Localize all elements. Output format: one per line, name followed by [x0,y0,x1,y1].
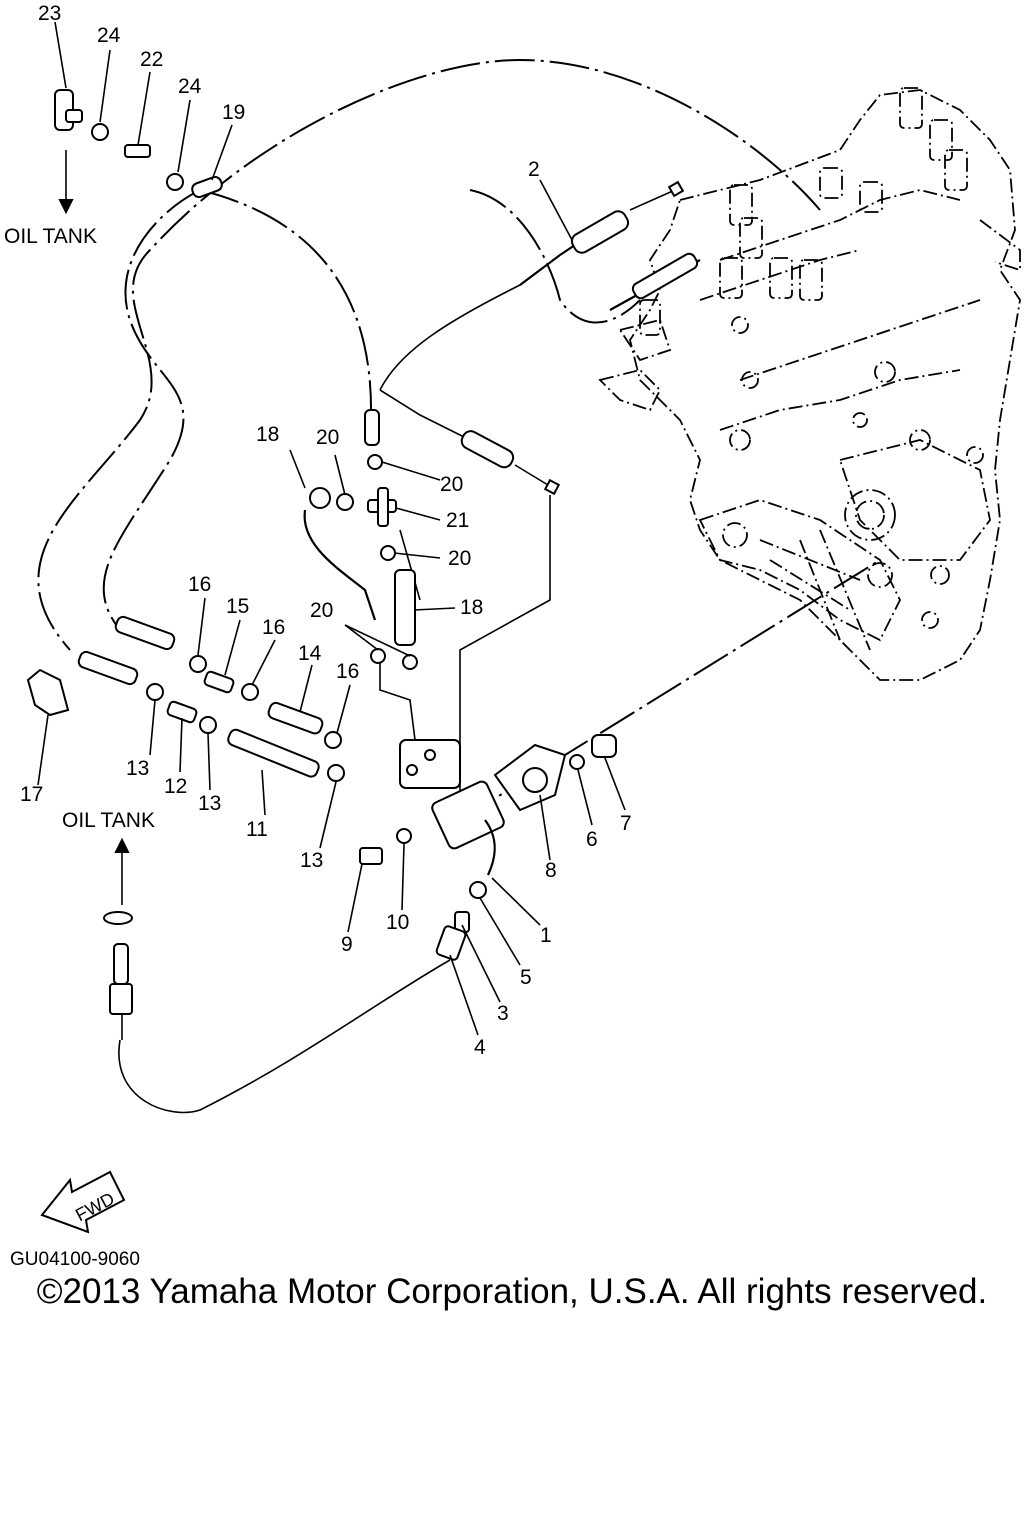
callout-16: 16 [188,573,211,596]
callout-16: 16 [262,616,285,639]
callout-23: 23 [38,2,61,25]
callout-5: 5 [520,966,532,989]
callout-18: 18 [256,423,279,446]
callout-20: 20 [316,426,339,449]
figure-code: GU04100-9060 [10,1249,140,1270]
callout-22: 22 [140,48,163,71]
copyright-notice: ©2013 Yamaha Motor Corporation, U.S.A. A… [36,1272,988,1311]
callout-6: 6 [586,828,598,851]
callout-1: 1 [540,924,552,947]
callout-20: 20 [310,599,333,622]
callout-24: 24 [97,24,121,47]
callout-14: 14 [298,642,322,665]
callout-13: 13 [126,757,149,780]
callout-9: 9 [341,933,353,956]
engine-block [598,87,1021,681]
parts [26,89,617,1015]
oil-tank-label-top: OIL TANK [4,225,97,248]
callout-11: 11 [246,818,268,841]
callout-20: 20 [448,547,471,570]
callout-3: 3 [497,1002,509,1025]
callout-8: 8 [545,859,557,882]
oil-tank-label-bottom: OIL TANK [62,809,155,832]
callout-13: 13 [300,849,323,872]
fwd-arrow-icon: FWD [40,1170,126,1234]
callout-16: 16 [336,660,359,683]
callout-20: 20 [440,473,463,496]
callout-24: 24 [178,75,202,98]
callout-18: 18 [460,596,483,619]
leader-lines [37,21,626,1036]
callout-21: 21 [446,509,469,532]
callout-labels: 23 24 22 24 19 2 18 20 20 21 20 18 20 16… [4,2,632,1059]
callout-19: 19 [222,101,245,124]
callout-7: 7 [620,812,632,835]
callout-15: 15 [226,595,249,618]
callout-17: 17 [20,783,43,806]
callout-10: 10 [386,911,409,934]
callout-12: 12 [164,775,187,798]
callout-13: 13 [198,792,221,815]
callout-2: 2 [528,158,540,181]
callout-4: 4 [474,1036,486,1059]
